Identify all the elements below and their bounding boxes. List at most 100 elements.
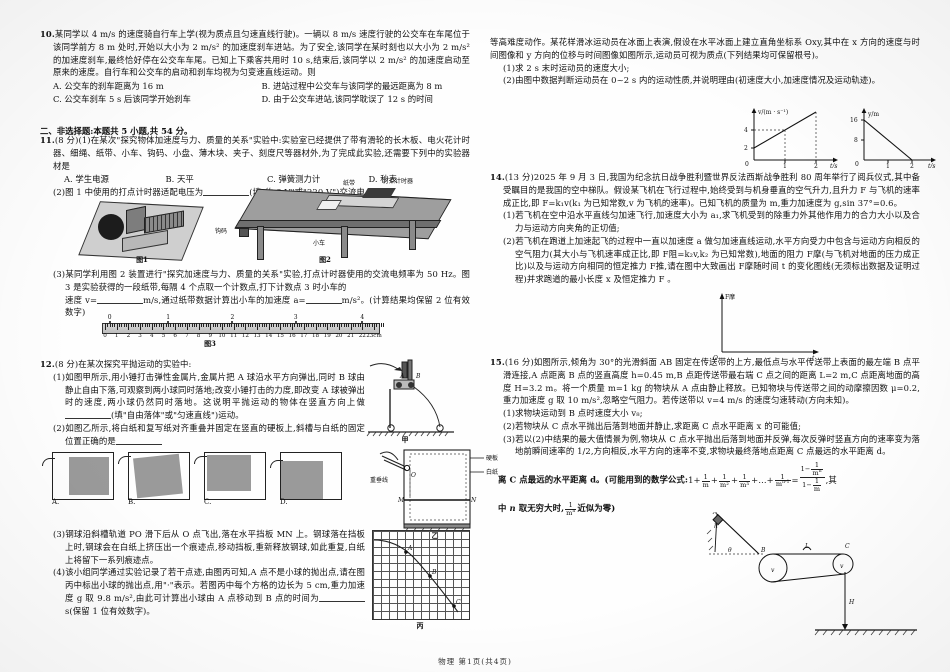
q15-item-1: (1)求物块运动到 B 点时速度大小 v₈; [503,408,643,419]
q15-number: 15. [490,357,505,367]
ruler-tick [355,323,357,327]
q12-number: 12. [40,359,55,369]
ruler-tick [373,323,375,330]
svg-text:B: B [760,547,766,554]
q11-blank-voltage[interactable] [203,187,250,197]
ruler-tick [170,323,172,327]
ruler-cm-label: 0 [103,333,107,339]
q15-score: (16 分) [504,357,534,367]
question-15: 15.(16 分)如图所示,倾角为 30°的光滑斜面 AB 固定在传送带的上方,… [490,356,920,458]
ruler-count-point-label: 0 [107,314,112,321]
svg-text:0: 0 [745,161,749,168]
svg-text:y/m: y/m [867,111,879,118]
figure-2-label-timer: 打点计时器 [383,178,414,185]
ruler-tick [228,323,230,327]
figure-jia-caption: 甲 [401,435,409,444]
figure-2-caption: 图2 [319,255,331,264]
q11-part3-unit2: m/s²。(计算结果均保留 2 位有效数字) [65,294,470,318]
ruler-tick [238,323,240,327]
svg-text:θ: θ [728,547,732,554]
ruler-tick [221,323,223,330]
ruler-tick [264,323,266,327]
q12-option-a[interactable]: A. [42,452,114,506]
q10-option-d[interactable]: D. 由于公交车进站,该同学耽误了 12 s 的时间 [261,94,433,105]
ruler-tick [177,323,179,327]
ruler-tick [359,323,361,327]
ruler-tick [273,323,275,327]
ruler-tick [352,323,354,327]
q14-number: 14. [490,172,505,182]
ruler-tick [308,323,310,327]
svg-text:t/s: t/s [830,163,838,168]
svg-text:2: 2 [744,145,748,152]
ruler-cm-label: 22 [358,333,366,339]
figure-2-label-tape: 纸带 [343,180,356,187]
ruler-tick [107,323,109,327]
q12-option-d[interactable]: D. [270,452,342,506]
q11-option-d[interactable]: D. 秒表 [368,174,398,185]
q12-option-b-label: B. [128,498,136,506]
ruler-tick [133,323,135,327]
ruler-tick [289,323,291,327]
svg-text:1: 1 [783,163,787,168]
ruler-tick [179,323,181,327]
svg-text:v: v [771,567,775,574]
q10-option-c[interactable]: C. 公交车刹车 5 s 后该同学开始刹车 [53,94,191,105]
ruler-cm-label: 9 [208,333,213,339]
ruler-tick [154,323,156,327]
q11-option-b[interactable]: B. 天平 [165,174,194,185]
ruler-tick [175,323,177,330]
svg-text:4: 4 [744,127,748,134]
q12-option-c[interactable]: C. [194,452,266,506]
ruler-tick [287,323,289,327]
figure-q15-svg: h θ A B C v v L H [706,509,917,636]
q14-axes-svg: F摩 O t [713,293,819,362]
q11-part2-prefix: (2)图 1 中使用的打点计时器适配电压为 [53,187,204,198]
q11-blank-acceleration[interactable] [305,295,342,304]
ruler-cm-label: 13 [253,333,261,339]
ruler-cm-label: 11 [230,333,238,339]
q14-body: 2025 年 9 月 3 日,我国为纪念抗日战争胜利暨世界反法西斯战争胜利 80… [503,172,920,208]
q11-blank-velocity[interactable] [97,295,144,304]
ruler-tick [193,323,195,327]
ruler-tick [292,323,294,330]
ruler-tick [135,323,137,327]
q12-part2-text: (2)如图乙所示,将白纸和复写纸对齐重叠并固定在竖直的硬板上,斜槽与白纸的固定位… [53,422,365,446]
ruler-tick [109,323,111,327]
q15-body: 如图所示,倾角为 30°的光滑斜面 AB 固定在传送带的上方,最低点与水平传送带… [503,357,920,406]
svg-text:16: 16 [850,117,858,124]
q12-blank-time[interactable] [319,593,365,602]
ruler-cm-label: 2 [126,333,131,339]
q12-part4: (4)该小组同学通过实验记录了若干点迹,由图丙可知,A 点不是小球的抛出点,请在… [53,567,365,603]
q12-blank-motion[interactable] [65,410,111,420]
ruler-tick [252,323,254,327]
ruler-cm-label: 1 [114,333,119,339]
ruler-tick [112,323,114,327]
q15-item-3: (3)若以(2)中结果的最大值情景为例,物块从 C 点水平抛出后落到地面并反弹,… [503,433,920,457]
q12-option-b[interactable]: B. [118,452,190,506]
q11-option-c[interactable]: C. 弹簧测力计 [267,174,321,185]
ruler-tick [219,323,221,327]
ruler-cm-label: 4 [149,333,154,339]
ruler-tick [345,323,347,327]
ruler-tick [327,323,329,330]
q11-option-a[interactable]: A. 学生电源 [64,174,109,185]
q10-options-2: C. 公交车刹车 5 s 后该同学开始刹车 D. 由于公交车进站,该同学耽误了 … [40,93,470,105]
ruler-tick [334,323,336,327]
ruler-tick [189,323,191,327]
svg-text:A: A [407,545,413,552]
ruler-tick [172,323,174,327]
q10-option-a[interactable]: A. 公交车的刹车距离为 16 m [53,81,164,92]
q12-blank-position[interactable] [115,436,162,445]
ruler-tick [268,323,270,330]
ruler-tick [371,323,373,327]
svg-text:F摩: F摩 [725,293,735,301]
q12-part3: (3)钢球沿斜槽轨道 PO 滑下后从 O 点飞出,落在水平挡板 MN 上。钢球落… [53,529,365,565]
q14-answer-axes[interactable]: F摩 O t [708,290,828,362]
q10-option-b[interactable]: B. 进站过程中公交车与该同学的最远距离为 8 m [261,81,443,92]
figure-yi-label-plumb: 重垂线 [370,477,389,484]
ruler-tick [243,323,244,327]
ruler-tick [240,323,242,327]
ruler-tick [226,323,228,327]
